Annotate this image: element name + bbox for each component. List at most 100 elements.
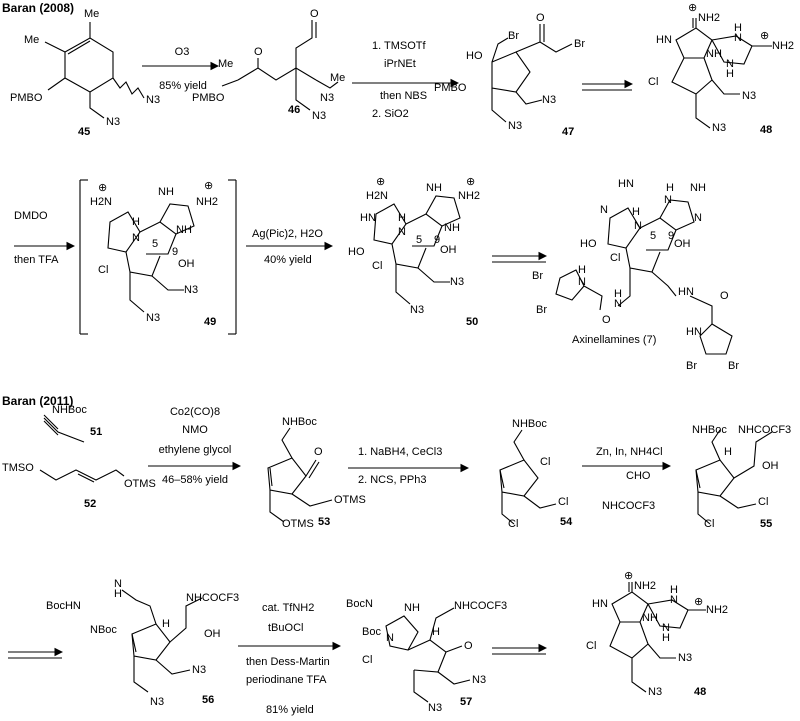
- atom-label: TMSO: [2, 462, 34, 474]
- atom-label: N3: [192, 664, 207, 676]
- atom-label: Br: [686, 360, 697, 372]
- reagent-nabh4: 1. NaBH4, CeCl3: [358, 446, 443, 458]
- atom-label: H: [662, 632, 670, 644]
- atom-label: N: [114, 578, 122, 590]
- structure-45: [44, 22, 145, 119]
- atom-label: NH2: [196, 196, 219, 208]
- atom-label: H: [734, 22, 742, 34]
- atom-label: N: [634, 220, 642, 232]
- atom-label: HN: [618, 178, 634, 190]
- charge-plus: ⊕: [466, 176, 476, 188]
- compound-number-53: 53: [318, 516, 331, 528]
- structure-48-top: [671, 18, 772, 129]
- atom-label: NHBoc: [282, 416, 317, 428]
- atom-label: N: [734, 32, 742, 44]
- reagent-tfa: then TFA: [14, 254, 59, 266]
- atom-label: N: [386, 632, 394, 644]
- atom-label: OTMS: [124, 478, 156, 490]
- atom-label: NHCOCF3: [454, 600, 508, 612]
- atom-label: HN: [592, 598, 608, 610]
- atom-label: H: [578, 264, 586, 276]
- structure-axinellamines: [555, 199, 733, 355]
- charge-plus: ⊕: [376, 176, 386, 188]
- atom-label: N3: [712, 122, 727, 134]
- atom-label: O: [254, 46, 263, 58]
- structure-57: [385, 607, 471, 703]
- atom-label: N3: [312, 110, 327, 122]
- structure-52: [39, 469, 125, 483]
- atom-label: PMBO: [10, 92, 43, 104]
- atom-label: Me: [218, 58, 234, 70]
- atom-label: NH: [444, 222, 460, 234]
- atom-label: OTMS: [282, 518, 314, 530]
- atom-label: Cl: [610, 252, 621, 264]
- atom-label: OH: [674, 238, 691, 250]
- atom-label: PMBO: [192, 92, 225, 104]
- atom-label: BocN: [346, 598, 373, 610]
- atom-label: HN: [686, 326, 702, 338]
- atom-label: H: [114, 588, 122, 600]
- structure-51: [43, 414, 85, 443]
- atom-label: Br: [532, 270, 543, 282]
- atom-label: Cl: [98, 264, 109, 276]
- reagent-periodinane: periodinane TFA: [246, 674, 327, 686]
- atom-label: PMBO: [434, 82, 467, 94]
- atom-label: N: [614, 298, 622, 310]
- atom-label: NH2: [458, 190, 481, 202]
- atom-label: H: [632, 206, 640, 218]
- atom-label: NH2: [706, 604, 729, 616]
- charge-plus: ⊕: [760, 30, 770, 42]
- atom-label: HN: [360, 212, 376, 224]
- reagent-iprnet: iPrNEt: [384, 58, 416, 70]
- compound-number-45: 45: [78, 126, 91, 138]
- reagent-sio2: 2. SiO2: [372, 108, 409, 120]
- atom-label: N: [600, 204, 608, 216]
- heading-baran-2011: Baran (2011): [2, 394, 74, 408]
- atom-label: N3: [472, 674, 487, 686]
- atom-label: OTMS: [334, 494, 366, 506]
- atom-label: OH: [762, 460, 779, 472]
- atom-label: Br: [574, 38, 585, 50]
- atom-label: OH: [440, 244, 457, 256]
- atom-label: N: [132, 232, 140, 244]
- structure-56: [121, 589, 203, 693]
- structure-55: [695, 429, 773, 525]
- structure-49: [79, 179, 237, 335]
- structure-50: [373, 195, 461, 305]
- atom-label: H: [432, 626, 440, 638]
- reagent-dess-martin: then Dess-Martin: [246, 656, 330, 668]
- compound-number-47: 47: [562, 126, 575, 138]
- atom-label: H: [666, 182, 674, 194]
- structure-53: [267, 427, 333, 523]
- atom-label: BocHN: [46, 600, 81, 612]
- atom-label: NH2: [772, 40, 795, 52]
- atom-label: NH: [706, 48, 722, 60]
- atom-label: Cl: [704, 518, 715, 530]
- reagent-ethylene-glycol: ethylene glycol: [158, 444, 232, 456]
- atom-label: N3: [320, 92, 335, 104]
- atom-label: N3: [678, 652, 693, 664]
- atom-label: Cl: [558, 496, 569, 508]
- atom-label: N3: [742, 90, 757, 102]
- compound-number-46: 46: [288, 104, 301, 116]
- compound-number-52: 52: [84, 498, 97, 510]
- atom-label: HO: [580, 238, 597, 250]
- locant-9: 9: [668, 230, 675, 242]
- atom-label: N: [726, 58, 734, 70]
- atom-label: NH: [158, 186, 174, 198]
- charge-plus: ⊕: [694, 596, 704, 608]
- yield-s2-step4: 81% yield: [266, 704, 314, 716]
- atom-label: NH2: [698, 12, 721, 24]
- atom-label: NHCOCF3: [738, 424, 792, 436]
- atom-label: O: [464, 640, 473, 652]
- atom-label: H: [726, 68, 734, 80]
- atom-label: NHCOCF3: [602, 500, 656, 512]
- locant-9: 9: [434, 234, 441, 246]
- atom-label: N: [664, 194, 672, 206]
- compound-number-56: 56: [202, 694, 215, 706]
- atom-label: Me: [330, 72, 346, 84]
- atom-label: HO: [348, 246, 365, 258]
- atom-label: N: [398, 226, 406, 238]
- atom-label: N3: [106, 116, 121, 128]
